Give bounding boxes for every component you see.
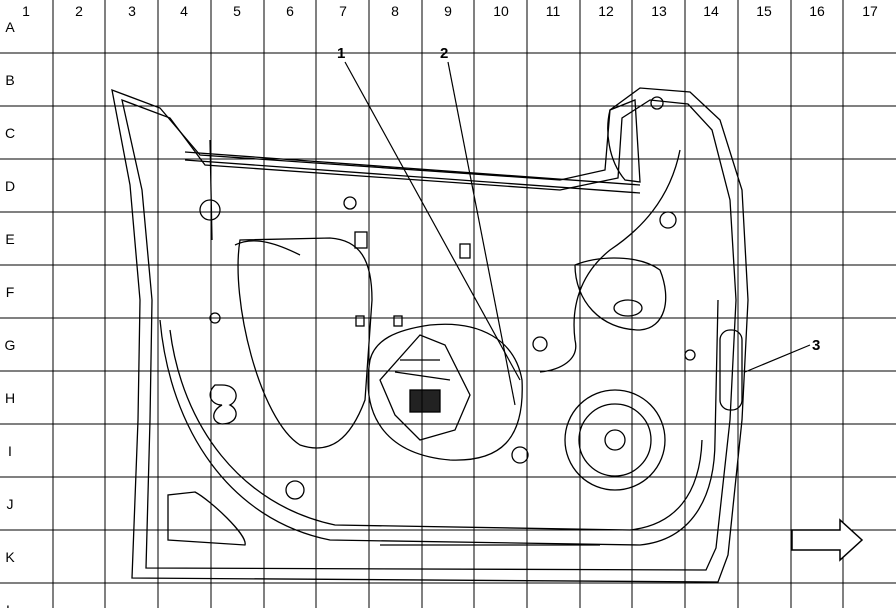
- grid-column-label: 2: [75, 3, 83, 19]
- leader-1: [344, 61, 521, 381]
- door-trim-curve: [159, 299, 719, 546]
- bolt-hole: [285, 480, 305, 500]
- grid-column-label: 9: [444, 3, 452, 19]
- figure8-hole: [209, 384, 237, 425]
- grid-row-label: J: [7, 496, 14, 512]
- leader-3: [744, 344, 811, 373]
- seal-strip: [719, 329, 743, 411]
- grid-row-label: G: [5, 337, 16, 353]
- speaker-cone: [604, 429, 626, 451]
- wire-harness: [539, 149, 681, 373]
- grid-column-label: 5: [233, 3, 241, 19]
- bolt-hole: [659, 211, 677, 229]
- door-trim-curve-2: [169, 329, 703, 531]
- clip: [354, 231, 368, 249]
- bolt-hole: [684, 349, 696, 361]
- upper-bracket-hole: [613, 299, 643, 317]
- window-belt-2: [184, 159, 641, 194]
- callout-2-label: 2: [440, 45, 448, 62]
- grid-column-label: 15: [756, 3, 772, 19]
- grid-row-label: H: [5, 390, 15, 406]
- grid-column-label: 14: [703, 3, 719, 19]
- bolt-hole: [511, 446, 529, 464]
- upper-wire: [234, 240, 301, 256]
- grid-row-label: D: [5, 178, 15, 194]
- grid-row-label: A: [5, 19, 15, 35]
- grid-row-label: K: [5, 549, 15, 565]
- window-belt: [184, 151, 641, 186]
- grid-column-label: 13: [651, 3, 667, 19]
- bolt-hole: [343, 196, 357, 210]
- grid-column-label: 3: [128, 3, 136, 19]
- lower-slot: [167, 491, 246, 546]
- upper-bracket: [574, 257, 667, 331]
- bolt-hole: [532, 336, 548, 352]
- grid-column-label: 12: [598, 3, 614, 19]
- door-inner-edge: [121, 98, 737, 571]
- grid-column-label: 1: [22, 3, 30, 19]
- grid-row-label: I: [8, 443, 12, 459]
- callout-3-label: 3: [812, 337, 820, 354]
- leader-2: [447, 61, 516, 406]
- grid-column-label: 17: [862, 3, 878, 19]
- arrow-right-icon: [791, 518, 864, 562]
- grid-column-label: 8: [391, 3, 399, 19]
- callout-1-label: 1: [337, 45, 345, 62]
- grid-row-label: E: [5, 231, 14, 247]
- clip: [393, 315, 403, 327]
- grid-row-label: F: [6, 284, 15, 300]
- grid-row-label: L: [6, 602, 14, 608]
- grid-row-labels: A B C D E F G H I J K L: [5, 19, 16, 608]
- door-panel-drawing: [111, 87, 749, 583]
- access-hole-left: [237, 237, 373, 449]
- door-outer-edge: [111, 87, 749, 583]
- mirror-mount: [607, 99, 641, 183]
- speaker-outer: [564, 389, 666, 491]
- grid-column-label: 4: [180, 3, 188, 19]
- grid-column-label: 16: [809, 3, 825, 19]
- callout-leaders: [344, 61, 811, 406]
- bolt-hole: [650, 96, 664, 110]
- grid-column-label: 10: [493, 3, 509, 19]
- clip: [459, 243, 471, 259]
- access-hole-center: [367, 323, 523, 461]
- grid-column-label: 11: [546, 3, 561, 19]
- grid-column-label: 7: [339, 3, 347, 19]
- speaker-mid: [578, 403, 652, 477]
- grid-row-label: C: [5, 125, 15, 141]
- grid-column-label: 6: [286, 3, 294, 19]
- grid-row-label: B: [5, 72, 14, 88]
- bolt-hole: [199, 199, 221, 221]
- clip: [355, 315, 365, 327]
